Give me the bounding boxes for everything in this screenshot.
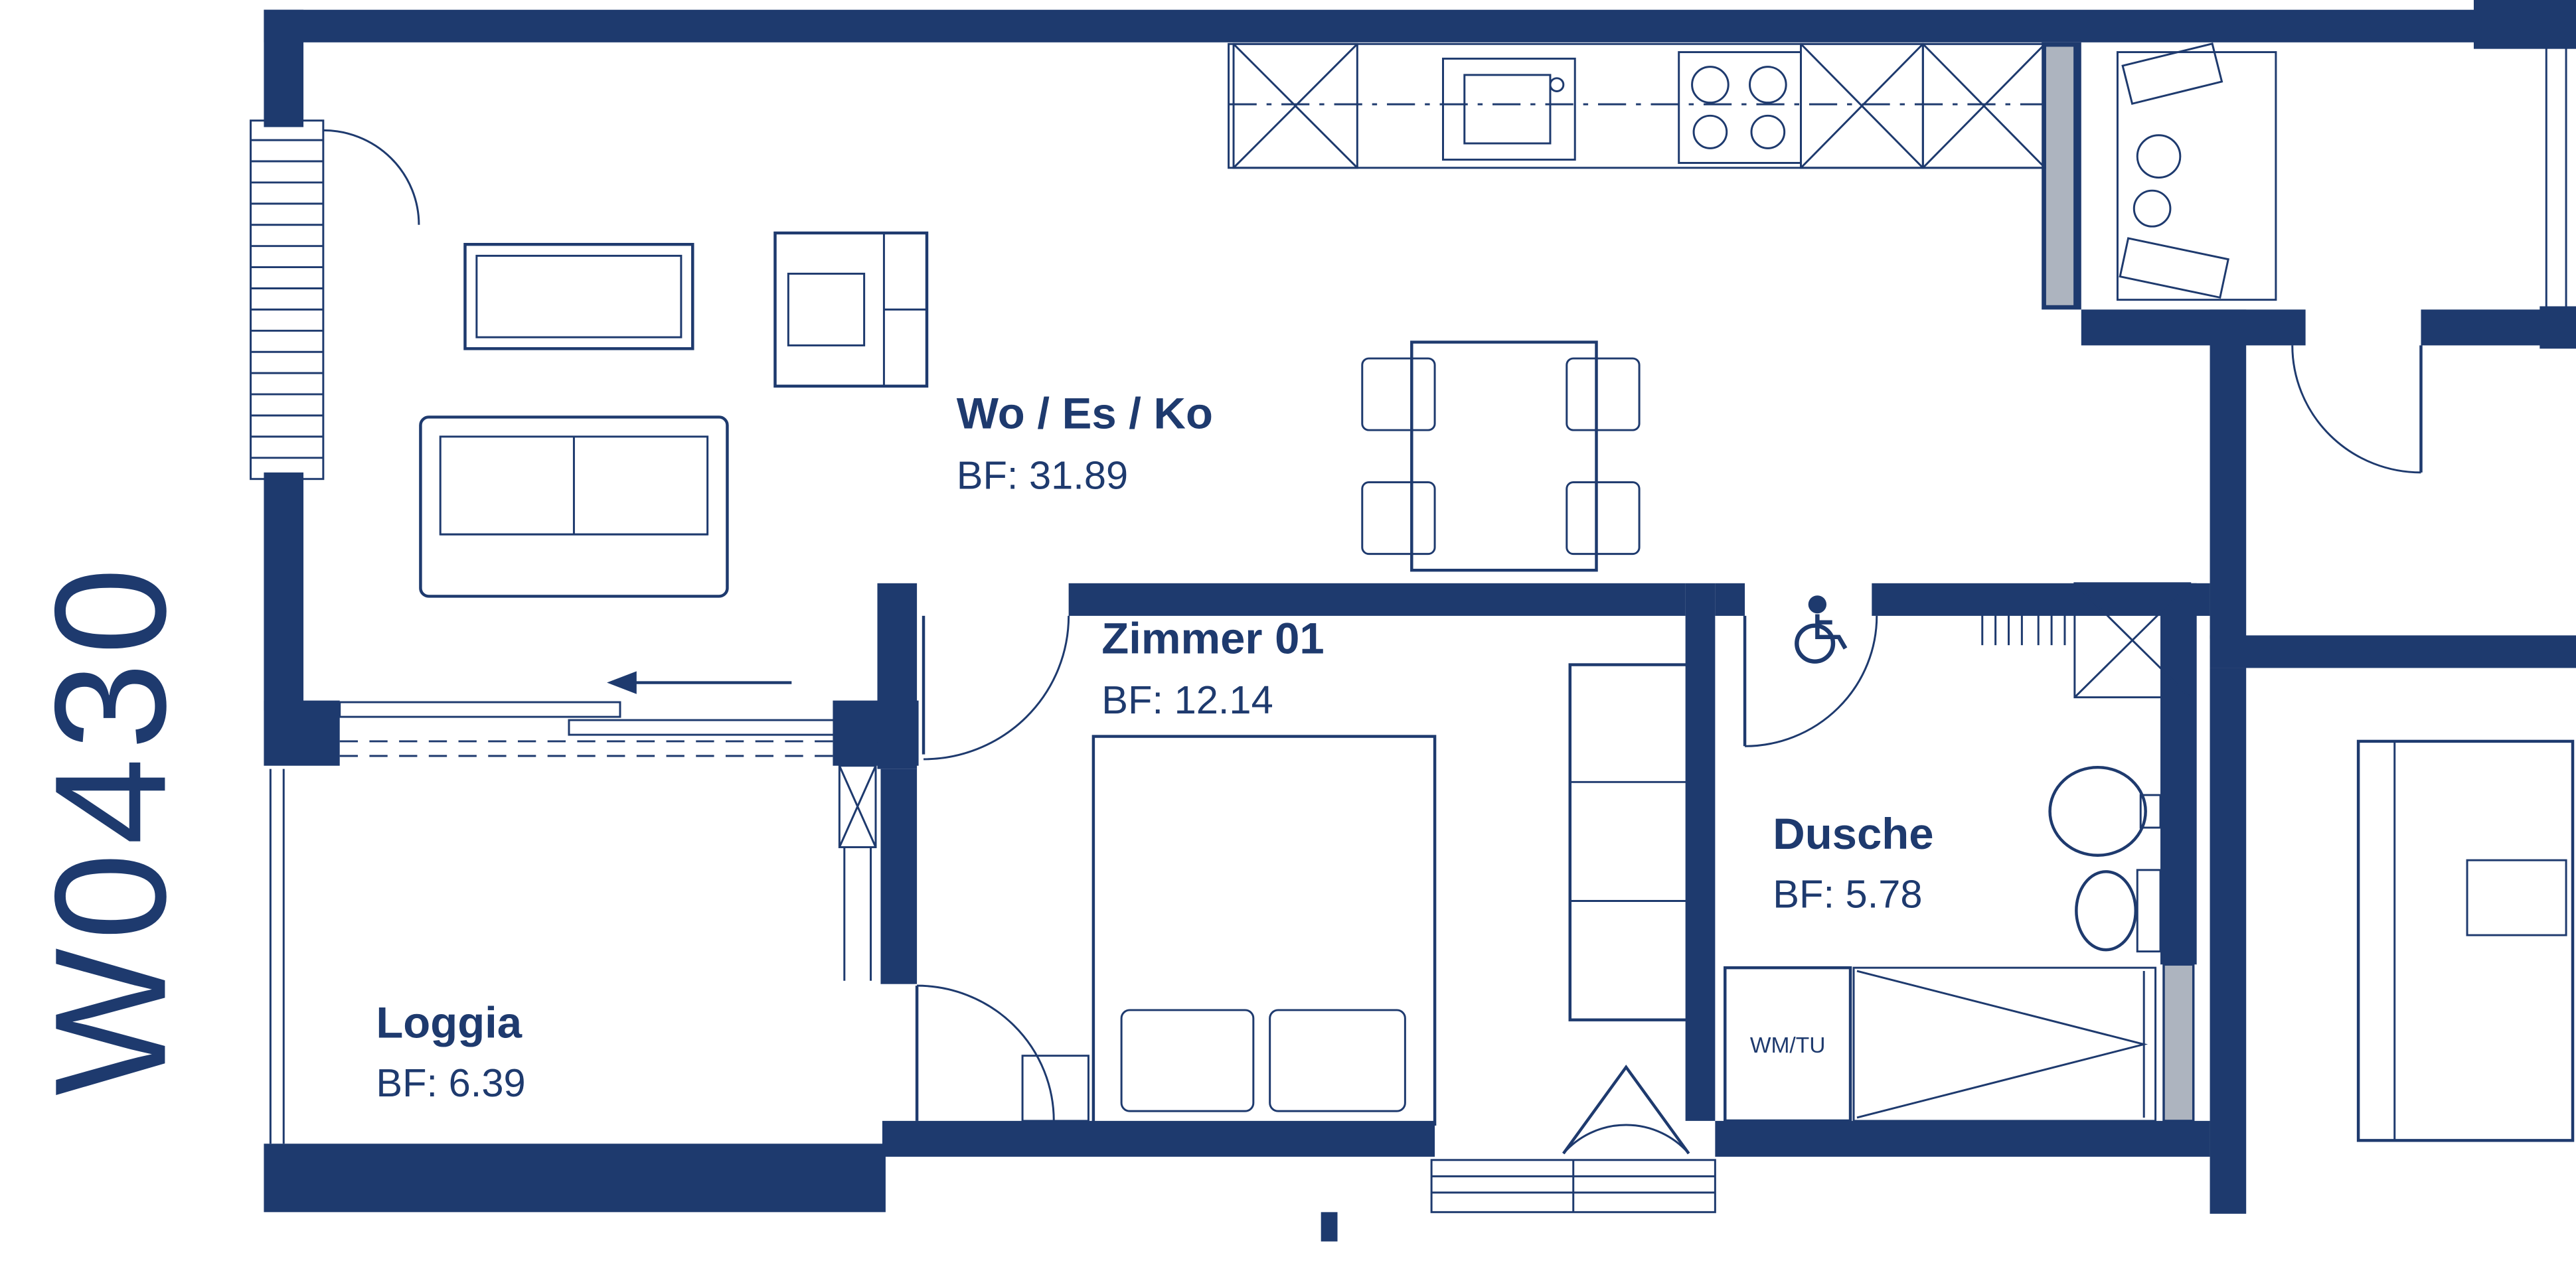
page-tick: [1321, 1212, 1338, 1242]
bed: [1091, 735, 1437, 1126]
wc: [2075, 869, 2162, 953]
nightstand: [1021, 1055, 1089, 1122]
entrance-door: [1562, 1065, 1690, 1155]
washbasin: [2048, 765, 2162, 857]
door-swing-arc: [323, 129, 420, 225]
wall-dusche-top: [1872, 583, 2210, 616]
wall-neighbor-top: [2210, 635, 2576, 668]
neighbor-bath-fixtures: [2116, 42, 2277, 301]
loggia-overhang-dashed: [280, 740, 881, 757]
wall-bottom-left-mid: [882, 1120, 1435, 1157]
neighbor-bed: [2356, 739, 2575, 1142]
wall-left-upper: [264, 9, 304, 127]
wall-loggia-bottom: [264, 1144, 886, 1213]
pillow: [1120, 1009, 1255, 1112]
loggia-left-rail: [269, 769, 285, 1144]
wall-bottom-right-mid: [1715, 1120, 2210, 1157]
sofa: [419, 415, 729, 598]
loggia-structure: [269, 740, 881, 1144]
chair: [1361, 357, 1436, 431]
interior-walls: [833, 42, 2576, 1214]
dining-table: [1410, 340, 1598, 572]
wheelchair-icon: [1795, 595, 1848, 664]
loggia-door: [915, 984, 1055, 1121]
sliding-door: [339, 671, 839, 736]
room-labels: W0430 Wo / Es / Ko BF: 31.89 Zimmer 01 B…: [22, 390, 1933, 1105]
shaft-strip-top: [2044, 44, 2076, 308]
zimmer-door: [922, 615, 1070, 761]
shaft-strip-bottom: [2162, 963, 2195, 1122]
chair: [1361, 481, 1436, 556]
chair: [1566, 357, 1641, 431]
kitchen-cabinet-x: [1800, 42, 1924, 169]
wall-separation-upper: [2210, 309, 2247, 639]
coffee-table: [463, 243, 694, 350]
washer-dryer: WM/TU: [1724, 966, 1852, 1123]
wall-zimmer-top: [1068, 583, 1686, 616]
wardrobe: [1568, 663, 1690, 1021]
wall-top: [264, 9, 2477, 42]
room-name-wo-es-ko: Wo / Es / Ko: [957, 390, 1213, 439]
tv-board: [773, 231, 929, 388]
kitchen-cabinet-x: [1232, 42, 1358, 169]
french-door-window: [250, 119, 420, 481]
wall-separation-lower: [2210, 668, 2247, 1214]
neighbor-room-door: [2291, 345, 2423, 474]
shower: [1852, 966, 2157, 1122]
dining-set: [1361, 340, 1641, 572]
room-area-loggia: BF: 6.39: [376, 1061, 525, 1105]
dusche-door: [1743, 615, 1878, 747]
shaft-walls: [2044, 44, 2195, 1122]
shaft-box: [2073, 582, 2192, 699]
wall-zimmer-right: [1685, 583, 1716, 1121]
room-area-dusche: BF: 5.78: [1773, 872, 1922, 917]
exterior-walls: [264, 0, 2576, 1213]
kitchen-sink: [1442, 57, 1576, 161]
kitchen-cooktop: [1678, 51, 1803, 164]
room-area-zimmer-01: BF: 12.14: [1101, 678, 1273, 723]
entrance-steps: [1430, 1159, 1716, 1213]
wall-zimmer-left-upper: [877, 583, 918, 769]
plan-code: W0430: [22, 559, 199, 1096]
room-name-loggia: Loggia: [376, 999, 523, 1048]
radiator: [1981, 589, 2066, 646]
room-name-zimmer-01: Zimmer 01: [1101, 615, 1324, 664]
wall-zimmer-left-lower: [880, 769, 918, 984]
kitchen-cabinet-x: [1921, 42, 2046, 169]
window-right: [2545, 45, 2567, 307]
wall-topright-room-bottom-b: [2421, 309, 2576, 346]
slide-arrow-head: [607, 671, 637, 694]
wall-dusche-right: [2160, 583, 2197, 965]
kitchen: [1228, 42, 2046, 169]
loggia-column: [838, 765, 877, 981]
chair: [1566, 481, 1641, 556]
wall-left-mid: [264, 472, 304, 711]
wall-top-right-corner: [2473, 0, 2576, 49]
room-name-dusche: Dusche: [1773, 810, 1933, 859]
room-area-wo-es-ko: BF: 31.89: [957, 453, 1128, 498]
washer-dryer-label: WM/TU: [1750, 1033, 1826, 1058]
wall-dusche-door-pier: [1715, 583, 1745, 616]
pillow: [1269, 1009, 1406, 1112]
wall-topright-room-bottom-a: [2081, 309, 2306, 346]
wall-sliding-pier-left: [264, 700, 340, 766]
